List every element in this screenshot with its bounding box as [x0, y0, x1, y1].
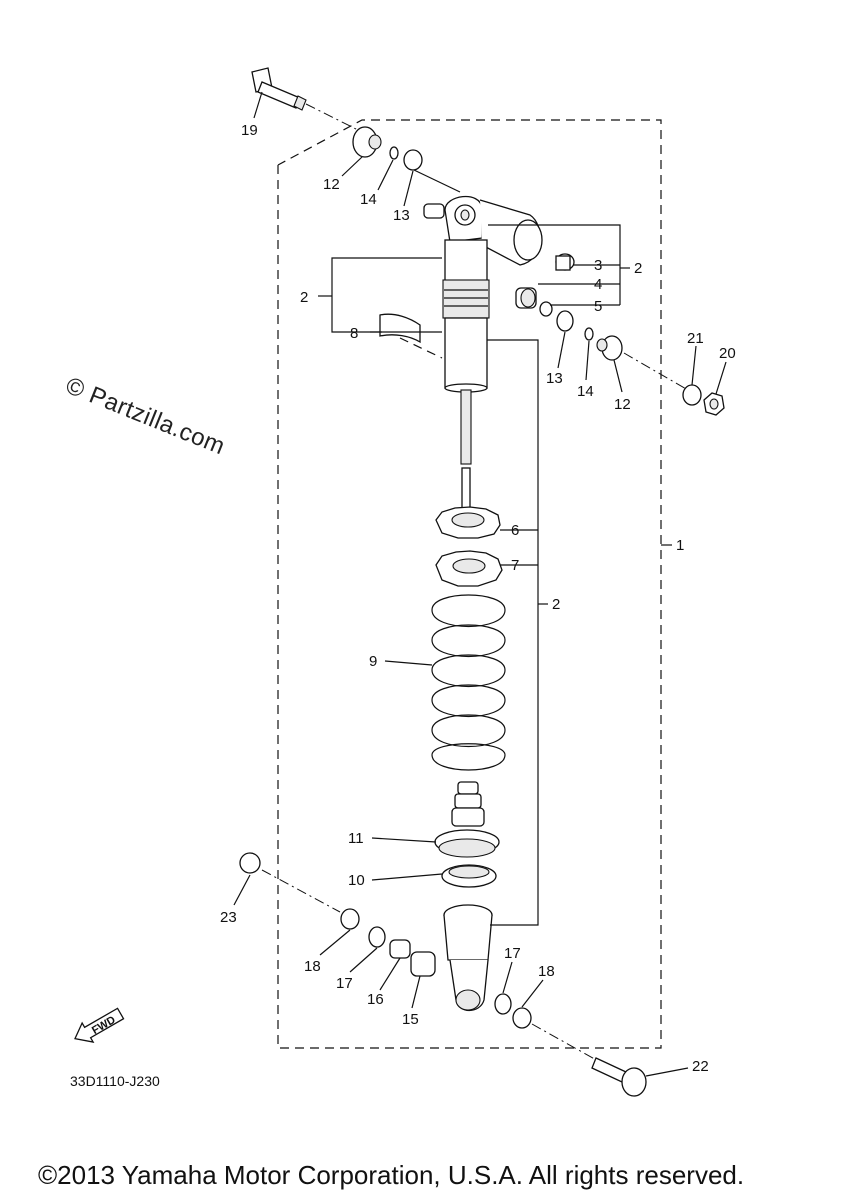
washer-18-right[interactable] — [512, 1007, 532, 1029]
callout-23: 23 — [220, 909, 237, 926]
o-ring-14-right[interactable] — [584, 327, 594, 341]
spring-guide-10[interactable] — [441, 864, 497, 888]
nut-23[interactable] — [239, 852, 261, 874]
callout-2-top: 2 — [634, 260, 642, 277]
collar-12-upper[interactable] — [352, 126, 382, 158]
callout-3: 3 — [594, 257, 602, 274]
lock-nut-7[interactable] — [435, 550, 503, 587]
callout-10: 10 — [348, 872, 365, 889]
callout-7: 7 — [511, 557, 519, 574]
callout-12-right: 12 — [614, 396, 631, 413]
callout-15: 15 — [402, 1011, 419, 1028]
seal-17-right[interactable] — [494, 993, 512, 1015]
washer-21[interactable] — [682, 384, 702, 406]
callout-9: 9 — [369, 653, 377, 670]
shock-absorber-body[interactable] — [423, 195, 543, 509]
callout-13-upper: 13 — [393, 207, 410, 224]
bushing-16[interactable] — [389, 939, 411, 959]
fwd-label: FWD — [90, 1014, 118, 1037]
callout-11: 11 — [348, 830, 364, 847]
diagram-code: 33D1110-J230 — [70, 1073, 160, 1089]
bolt-22[interactable] — [591, 1057, 647, 1097]
oil-seal-13-upper[interactable] — [403, 149, 423, 171]
o-ring-14-upper[interactable] — [389, 146, 399, 160]
lower-clevis[interactable] — [443, 904, 493, 1012]
assembly-boundary — [277, 119, 662, 1049]
bearing-3[interactable] — [555, 253, 575, 271]
callout-4: 4 — [594, 276, 602, 293]
callout-2-mid: 2 — [552, 596, 560, 613]
callout-16: 16 — [367, 991, 384, 1008]
spring-guide-11[interactable] — [434, 829, 500, 858]
callout-18-right: 18 — [538, 963, 555, 980]
callout-19: 19 — [241, 122, 258, 139]
callout-18-left: 18 — [304, 958, 321, 975]
callout-1: 1 — [676, 537, 684, 554]
cover-8[interactable] — [379, 313, 421, 344]
callout-22: 22 — [692, 1058, 709, 1075]
axis-line-right — [623, 352, 689, 391]
axis-line-19 — [305, 103, 359, 131]
axis-line-lower — [261, 869, 341, 913]
spring-9[interactable] — [431, 594, 506, 771]
collar-15[interactable] — [410, 951, 436, 977]
lock-nut-6[interactable] — [435, 506, 501, 539]
callout-6: 6 — [511, 522, 519, 539]
callout-21: 21 — [687, 330, 704, 347]
circlip-5[interactable] — [539, 301, 553, 317]
leader-lines — [233, 91, 727, 1077]
callout-17-right: 17 — [504, 945, 521, 962]
callout-5: 5 — [594, 298, 602, 315]
callout-2-left: 2 — [300, 289, 308, 306]
callout-17-left: 17 — [336, 975, 353, 992]
collar-12-right[interactable] — [596, 335, 623, 361]
fwd-arrow-icon: FWD — [74, 1007, 125, 1043]
callout-14-right: 14 — [577, 383, 594, 400]
washer-18-left[interactable] — [340, 908, 360, 930]
callout-13-right: 13 — [546, 370, 563, 387]
callout-14-upper: 14 — [360, 191, 377, 208]
callout-20: 20 — [719, 345, 736, 362]
seal-17-left[interactable] — [368, 926, 386, 948]
oil-seal-13-right[interactable] — [556, 310, 574, 332]
callout-8: 8 — [350, 325, 358, 342]
callout-12-upper: 12 — [323, 176, 340, 193]
nut-20[interactable] — [703, 392, 725, 416]
bolt-19[interactable] — [251, 67, 307, 111]
axis-line-bolt-22 — [531, 1023, 601, 1063]
bump-stopper[interactable] — [451, 781, 485, 827]
copyright-notice: ©2013 Yamaha Motor Corporation, U.S.A. A… — [38, 1160, 745, 1190]
bushing-4[interactable] — [515, 287, 537, 309]
